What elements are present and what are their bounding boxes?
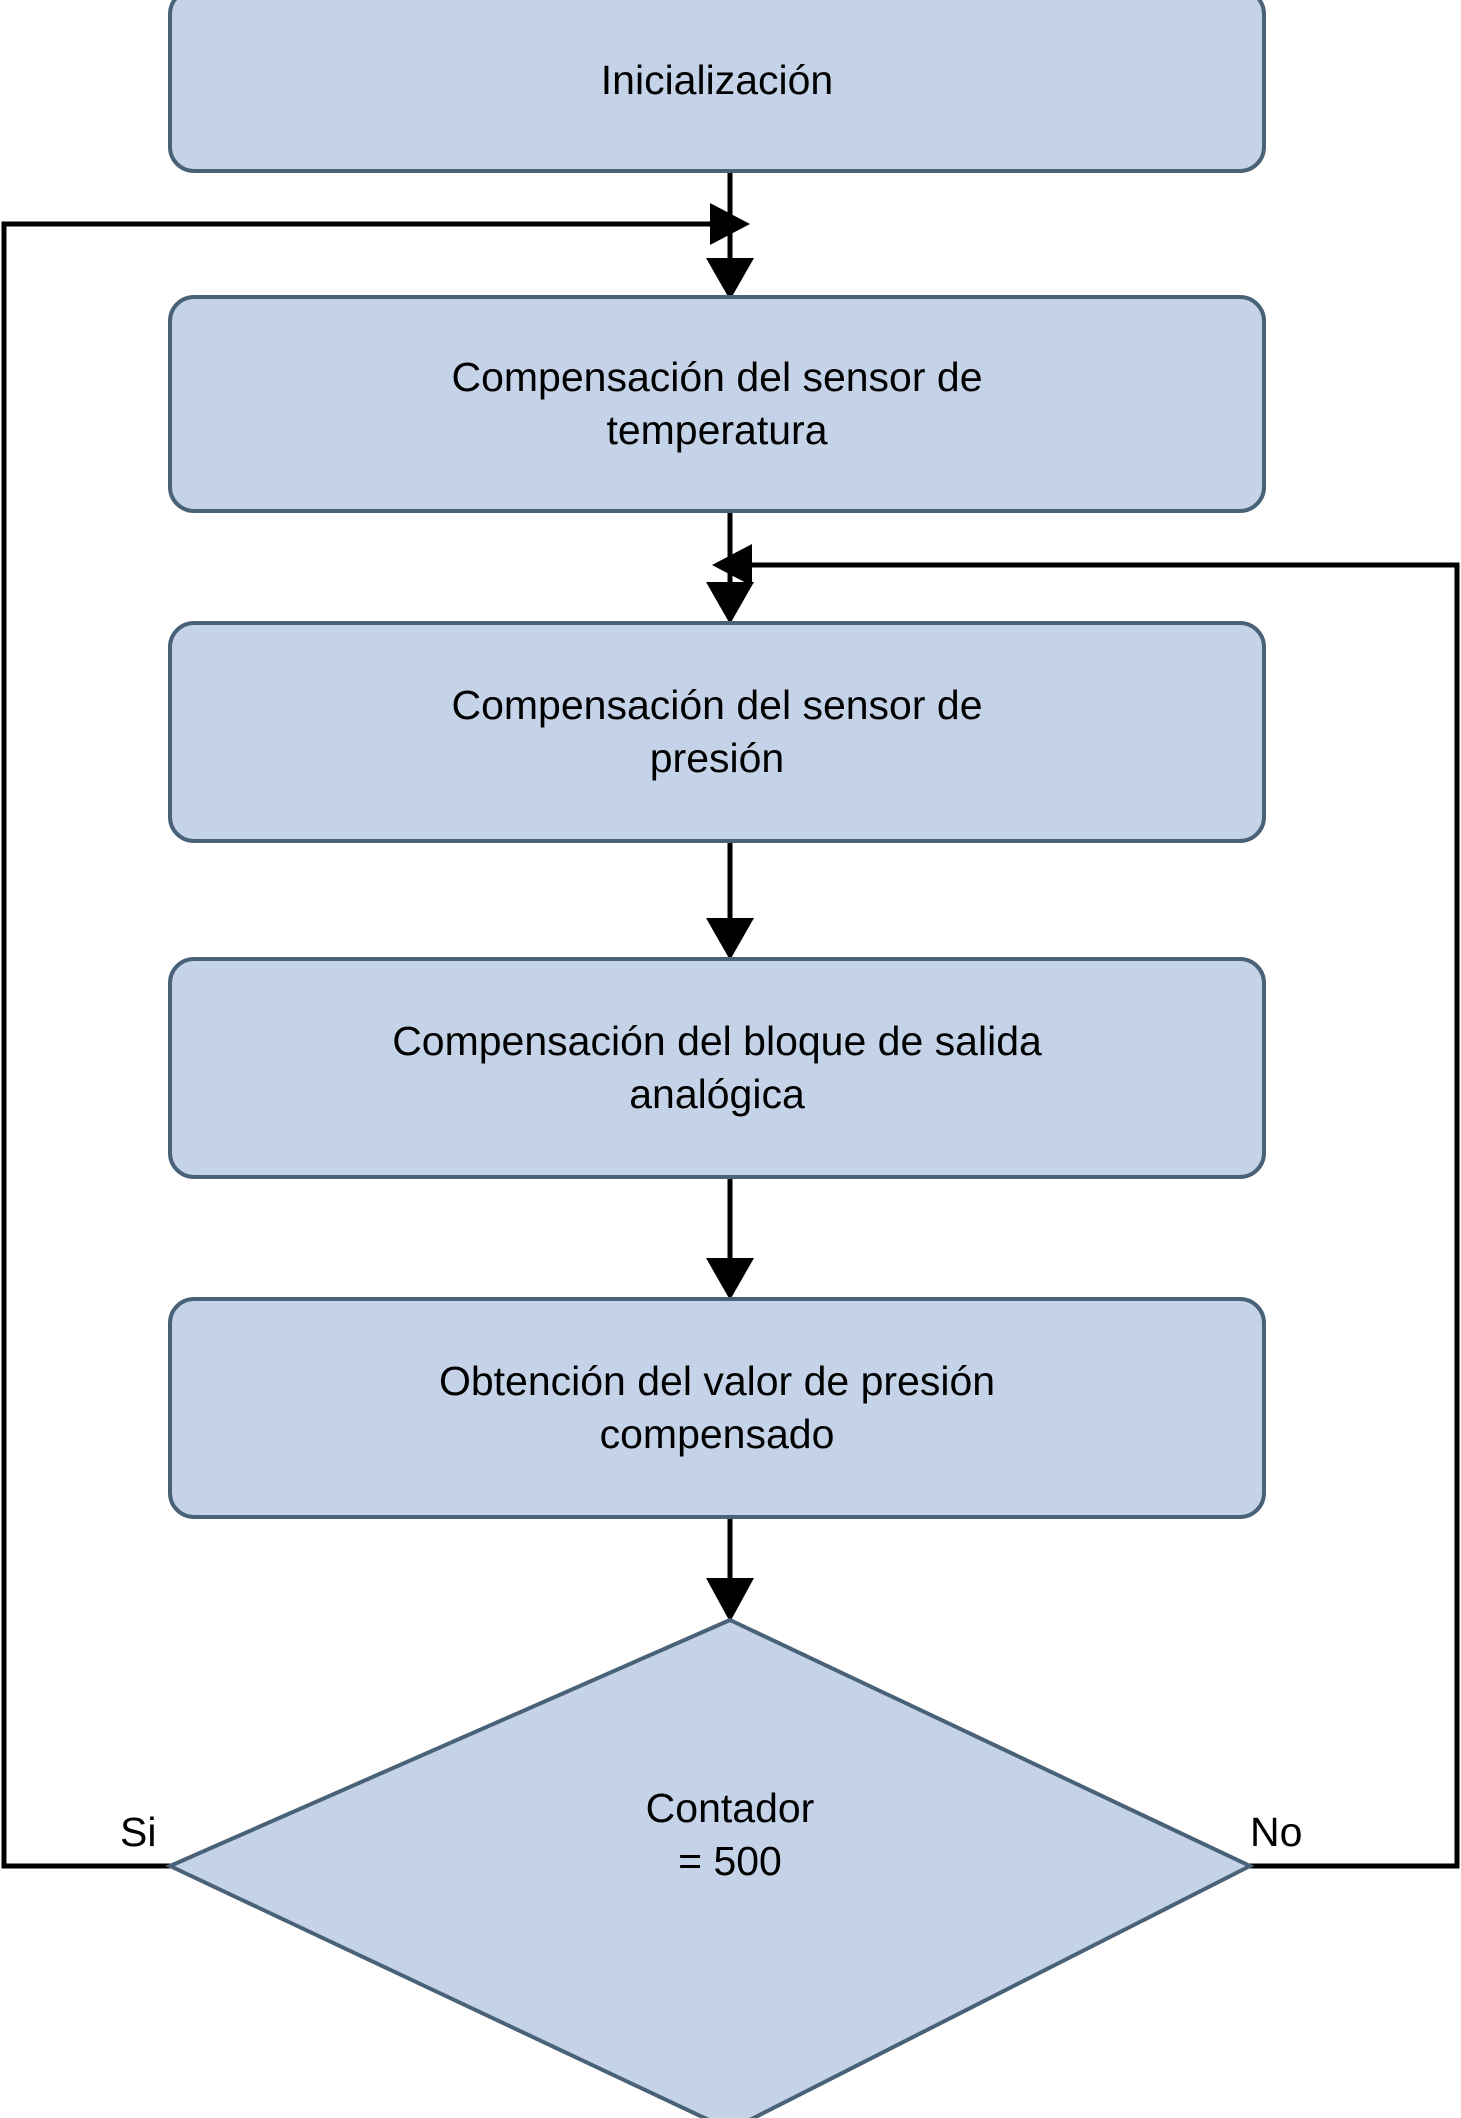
edge-comp-salida-to-obtencion [706,1178,754,1300]
edge-obtencion-to-contador [706,1518,754,1622]
node-comp-salida-shape[interactable] [168,957,1266,1179]
node-contador-shape[interactable] [165,1617,1255,2118]
node-comp-temp-shape[interactable] [168,295,1266,513]
edge-comp-temp-to-comp-pres [706,512,754,624]
node-obtencion-shape[interactable] [168,1297,1266,1519]
node-init-shape[interactable] [168,0,1266,173]
edge-label-si: Si [120,1809,157,1855]
edge-comp-pres-to-comp-salida [706,842,754,960]
edge-init-to-comp-temp [706,172,754,300]
node-comp-pres-shape[interactable] [168,621,1266,843]
edge-label-no: No [1250,1809,1303,1855]
